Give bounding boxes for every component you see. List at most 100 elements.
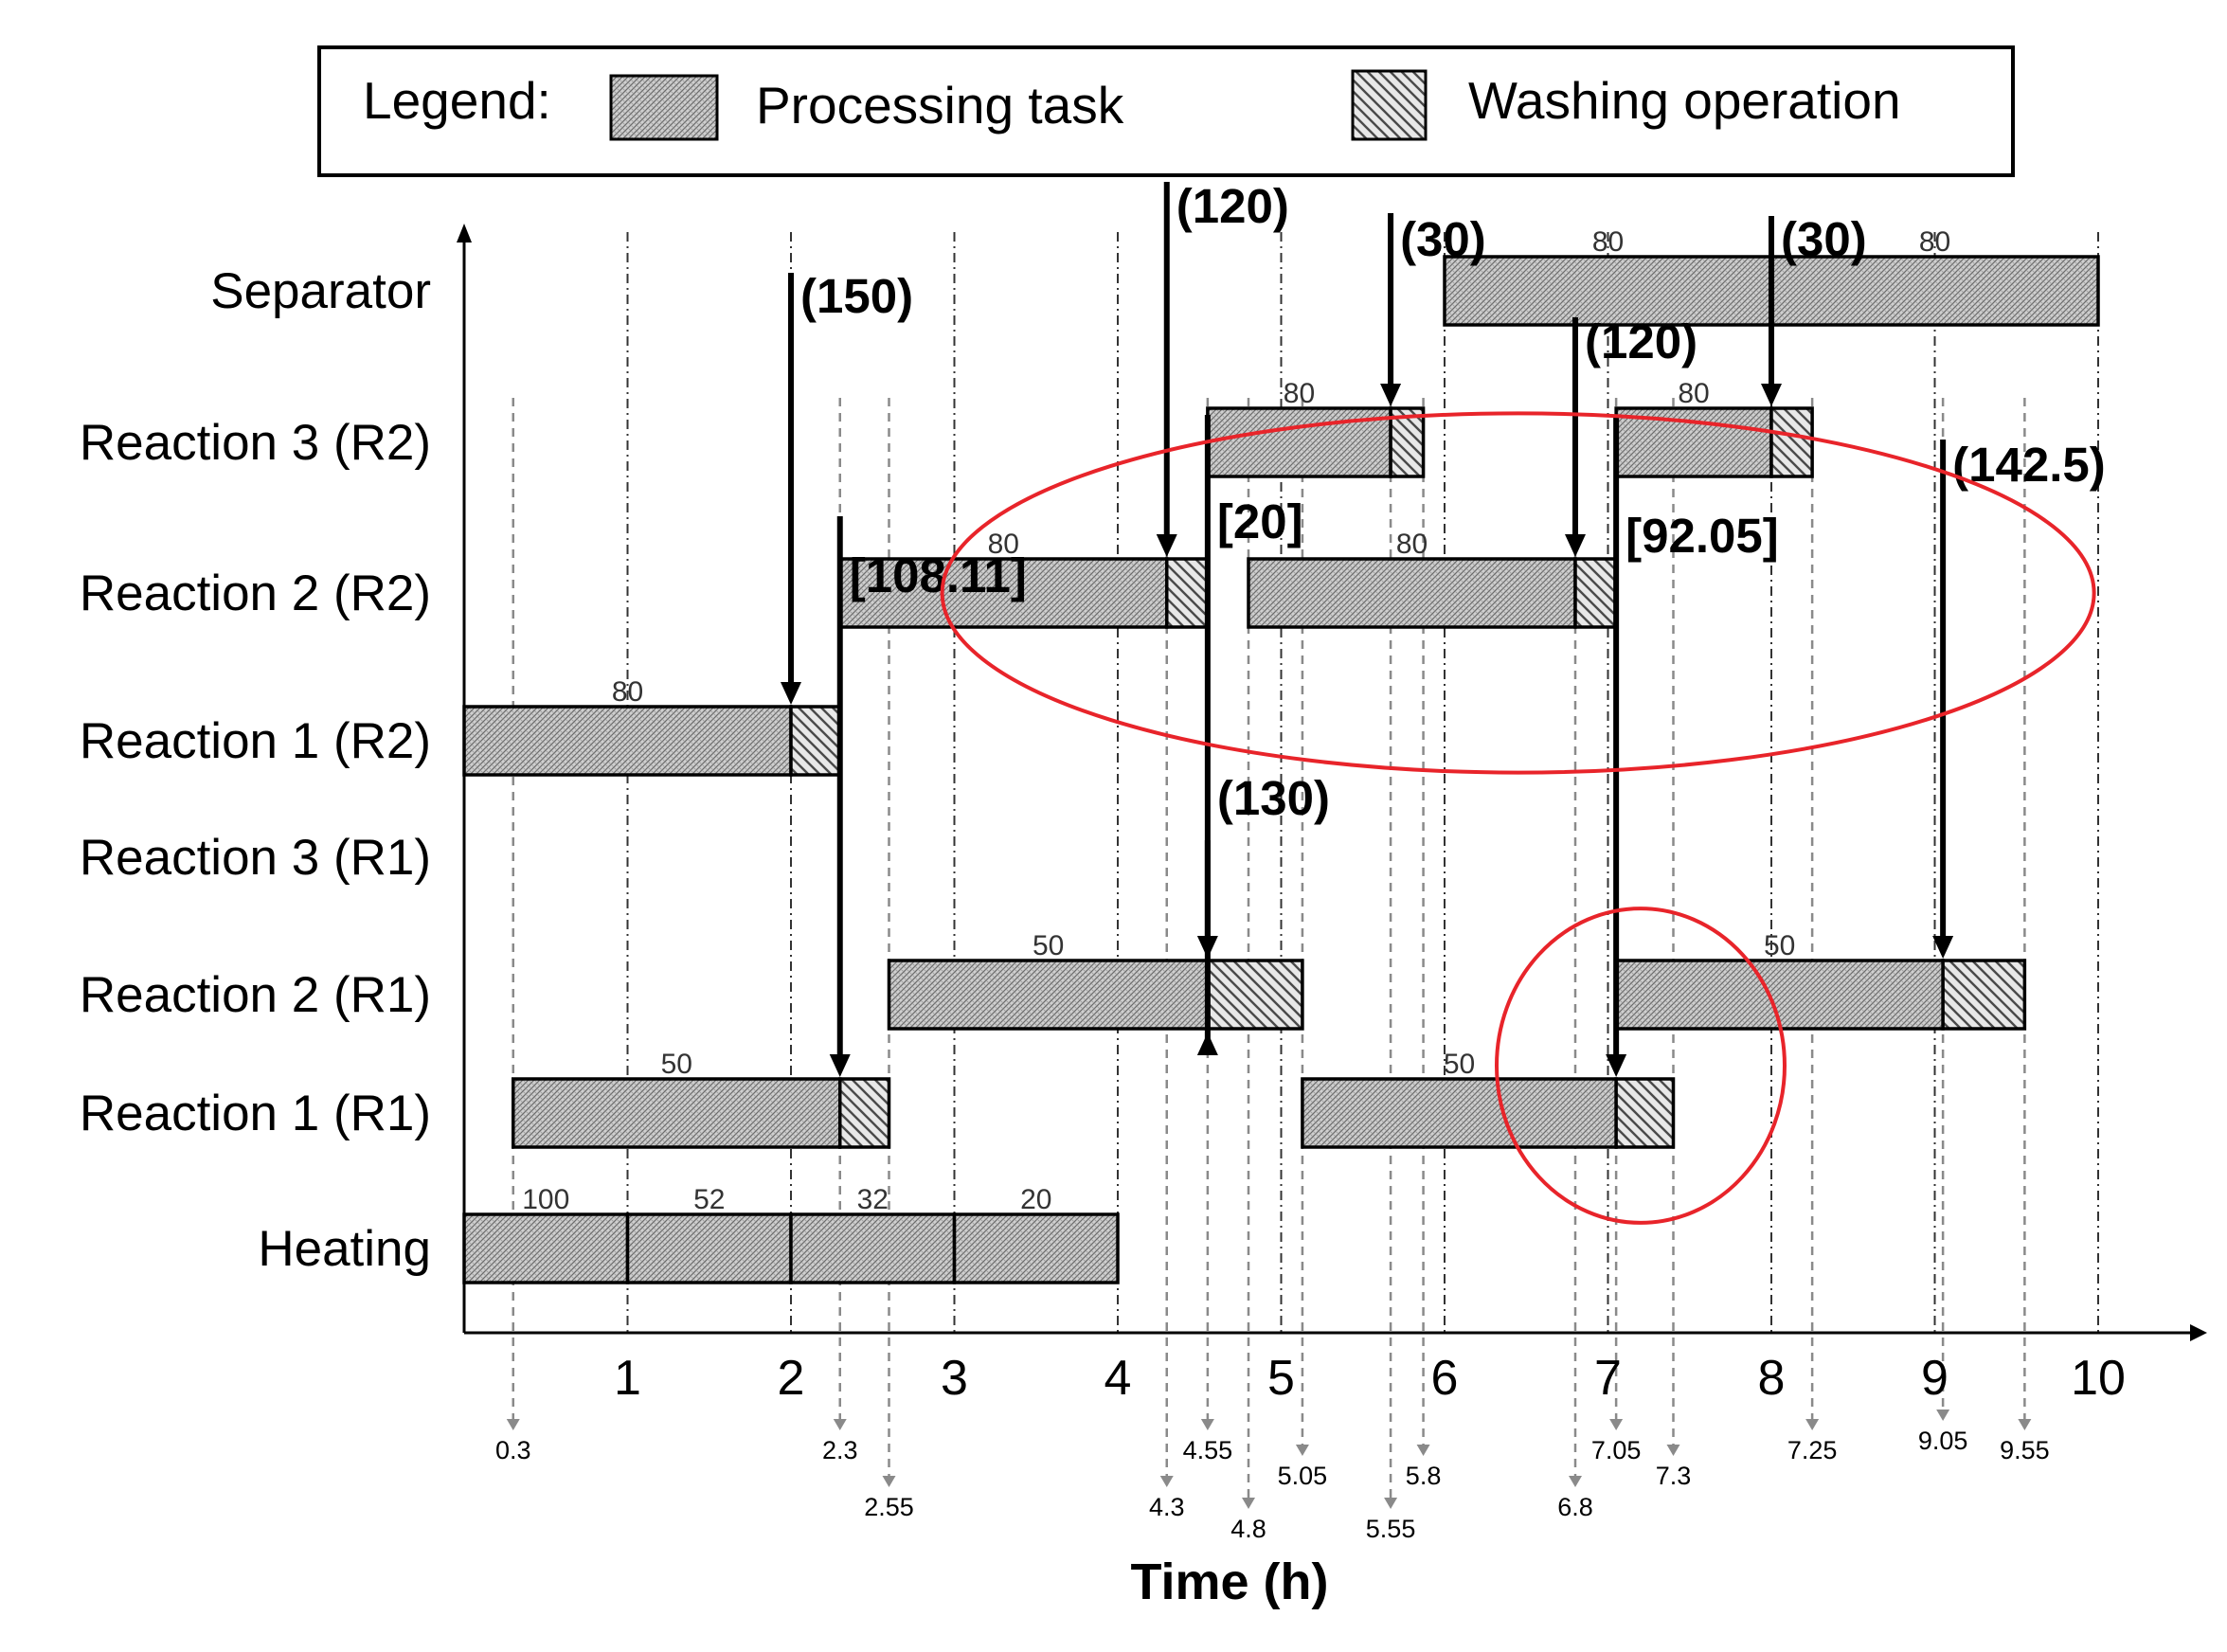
x-tick-label: 9: [1921, 1351, 1949, 1406]
flow-arrowhead: [1156, 534, 1177, 557]
flow-amount-label: (142.5): [1952, 438, 2106, 492]
bar-batch-label: 50: [661, 1049, 692, 1080]
time-marker-arrowhead: [833, 1419, 847, 1430]
x-tick-label: 8: [1758, 1351, 1786, 1406]
bar-batch-label: 80: [1284, 378, 1315, 409]
bar-batch-label: 80: [1396, 529, 1428, 560]
time-marker-label: 6.8: [1557, 1493, 1593, 1521]
processing-bar: [1443, 255, 1773, 327]
time-marker-arrowhead: [1569, 1476, 1582, 1487]
washing-bar: [838, 1077, 891, 1149]
highlight-ellipses: [940, 411, 2096, 1225]
y-axis-arrowhead: [457, 224, 472, 242]
x-tick-label: 3: [941, 1351, 968, 1406]
time-marker-arrowhead: [2018, 1419, 2032, 1430]
bar-batch-label: 50: [1033, 930, 1064, 961]
time-marker-arrowhead: [1666, 1445, 1680, 1456]
processing-bar: [838, 557, 1169, 629]
time-marker-label: 2.55: [864, 1493, 914, 1521]
legend-label-processing: Processing task: [756, 76, 1124, 135]
legend: Legend: Processing task Washing operatio…: [317, 45, 2015, 177]
time-marker-arrowhead: [1384, 1498, 1398, 1509]
flow-arrowhead: [1196, 1032, 1218, 1055]
processing-bar: [462, 705, 793, 777]
x-tick-label: 1: [614, 1351, 641, 1406]
washing-bar: [1573, 557, 1618, 629]
flow-amount-label: (30): [1781, 212, 1867, 266]
time-marker-label: 2.3: [822, 1436, 858, 1464]
processing-bar: [1247, 557, 1577, 629]
row-label: Reaction 2 (R1): [80, 967, 431, 1023]
time-marker-arrowhead: [1200, 1419, 1214, 1430]
row-label: Reaction 3 (R1): [80, 830, 431, 886]
time-marker-label: 4.3: [1149, 1493, 1185, 1521]
flow-arrowhead: [1565, 534, 1586, 557]
flow-arrowhead: [1761, 384, 1782, 406]
legend-swatch-processing: [609, 74, 719, 141]
time-marker-label: 9.05: [1918, 1427, 1968, 1455]
processing-bar: [1301, 1077, 1618, 1149]
flow-arrowhead: [781, 682, 801, 705]
highlight-ellipse: [940, 411, 2096, 775]
grid-lines: [626, 232, 2099, 1333]
washing-bar: [1941, 959, 2027, 1031]
processing-bar: [952, 1212, 1120, 1284]
flow-arrowhead: [1606, 1054, 1627, 1077]
time-marker-label: 7.05: [1591, 1436, 1642, 1464]
x-tick-label: 7: [1594, 1351, 1622, 1406]
flow-amount-label: (120): [1585, 314, 1697, 368]
flow-arrowhead: [829, 1054, 851, 1077]
bar-batch-label: 80: [988, 529, 1019, 560]
time-marker-label: 7.3: [1656, 1462, 1692, 1490]
legend-label-washing: Washing operation: [1468, 71, 1901, 130]
legend-title: Legend:: [363, 71, 551, 130]
row-label: Separator: [210, 263, 431, 319]
time-marker-arrowhead: [1159, 1476, 1174, 1487]
x-tick-label: 5: [1267, 1351, 1295, 1406]
bar-batch-label: 80: [612, 676, 643, 708]
time-marker-arrowhead: [1416, 1445, 1430, 1456]
time-marker-arrowhead: [1295, 1445, 1309, 1456]
time-marker-label: 4.55: [1183, 1436, 1233, 1464]
time-marker-label: 5.55: [1366, 1515, 1416, 1543]
x-tick-label: 4: [1105, 1351, 1132, 1406]
bar-batch-label: 20: [1020, 1184, 1051, 1215]
row-label: Heating: [258, 1221, 431, 1277]
x-tick-label: 10: [2071, 1351, 2126, 1406]
washing-bar: [1389, 406, 1426, 478]
time-marker-label: 5.8: [1406, 1462, 1442, 1490]
processing-bar: [789, 1212, 957, 1284]
flow-amount-label: [20]: [1217, 494, 1303, 548]
bar-batch-label: 32: [857, 1184, 889, 1215]
flow-amount-label: [92.05]: [1625, 509, 1779, 563]
bar-batch-label: 80: [1678, 378, 1709, 409]
time-marker-label: 4.8: [1230, 1515, 1266, 1543]
bar-batch-label: 100: [522, 1184, 569, 1215]
row-label: Reaction 1 (R2): [80, 713, 431, 769]
washing-bar: [1165, 557, 1210, 629]
flow-amount-label: (150): [800, 269, 913, 323]
bar-batch-label: 80: [1592, 226, 1624, 258]
highlight-ellipse: [1495, 907, 1787, 1225]
time-marker-arrowhead: [1242, 1498, 1255, 1509]
bar-batch-label: 50: [1764, 930, 1795, 961]
row-label: Reaction 2 (R2): [80, 566, 431, 621]
processing-bar: [1769, 255, 2100, 327]
legend-swatch-washing: [1351, 69, 1428, 141]
washing-bar: [1614, 1077, 1676, 1149]
bar-batch-label: 50: [1444, 1049, 1475, 1080]
time-marker-label: 5.05: [1278, 1462, 1328, 1490]
flow-amount-label: (30): [1400, 212, 1486, 266]
material-flows: (150)(120)(30)(30)(120)(142.5)[108.11][2…: [781, 179, 2106, 1077]
washing-bar: [789, 705, 842, 777]
time-marker-arrowhead: [1805, 1419, 1820, 1430]
time-marker-arrowhead: [506, 1419, 520, 1430]
x-tick-label: 6: [1431, 1351, 1459, 1406]
time-marker-label: 9.55: [2000, 1436, 2050, 1464]
time-marker-arrowhead: [1936, 1410, 1950, 1421]
time-marker-label: 7.25: [1787, 1436, 1838, 1464]
processing-bar: [887, 959, 1210, 1031]
